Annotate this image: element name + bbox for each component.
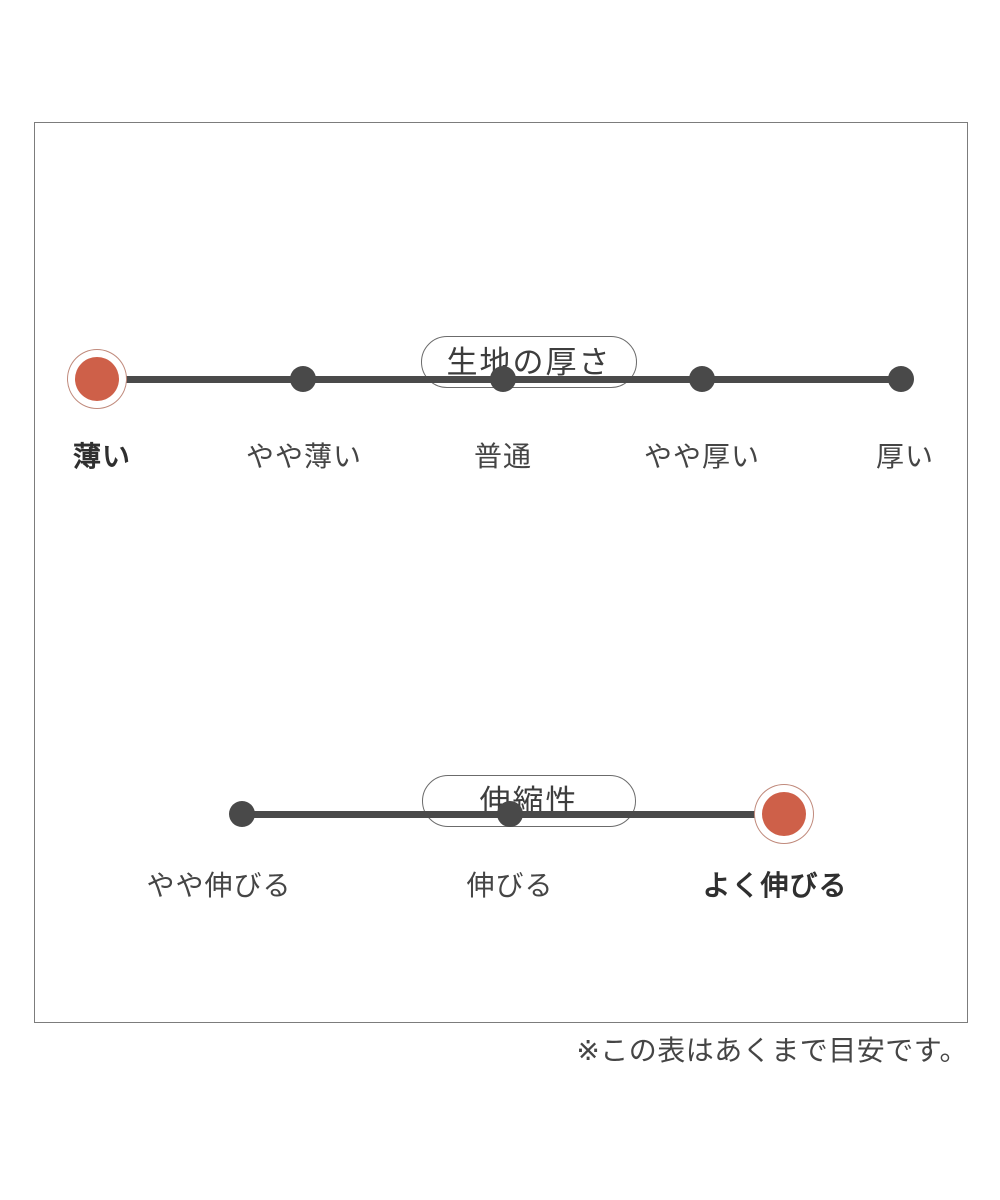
section-badge-stretch: 伸縮性	[422, 775, 636, 827]
thickness-dot-futsuu[interactable]	[490, 366, 516, 392]
thickness-dot-atsui[interactable]	[888, 366, 914, 392]
thickness-dot-yaya-usui[interactable]	[290, 366, 316, 392]
thickness-label-yaya-atsui: やや厚い	[643, 441, 761, 472]
thickness-label-usui: 薄い	[72, 441, 132, 472]
thickness-label-futsuu: 普通	[473, 441, 533, 472]
stretch-label-yoku-nobiru: よく伸びる	[702, 870, 848, 901]
stretch-label-nobiru: 伸びる	[466, 870, 554, 901]
stretch-dot-yaya-nobiru[interactable]	[229, 801, 255, 827]
stretch-dot-nobiru[interactable]	[497, 801, 523, 827]
footnote-text: ※この表はあくまで目安です。	[576, 1035, 968, 1066]
thickness-label-yaya-usui: やや薄い	[245, 441, 363, 472]
thickness-dot-yaya-atsui[interactable]	[689, 366, 715, 392]
thickness-dot-usui[interactable]	[75, 357, 119, 401]
section-badge-thickness-label: 生地の厚さ	[446, 344, 612, 380]
stretch-label-yaya-nobiru: やや伸びる	[146, 870, 292, 901]
thickness-scale: 薄い やや薄い 普通 やや厚い 厚い	[0, 0, 1000, 500]
thickness-label-atsui: 厚い	[875, 441, 935, 472]
stretch-scale: やや伸びる 伸びる よく伸びる	[146, 792, 848, 901]
stretch-dot-yoku-nobiru[interactable]	[762, 792, 806, 836]
